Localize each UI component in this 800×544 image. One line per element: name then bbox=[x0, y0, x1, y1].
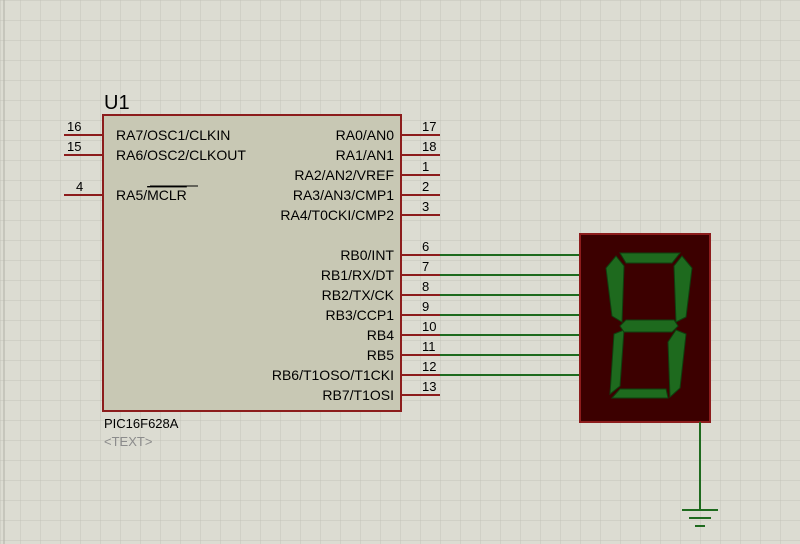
pin-2-label: RA3/AN3/CMP1 bbox=[293, 187, 394, 203]
pin-1-number: 1 bbox=[422, 159, 429, 174]
pin-8-number: 8 bbox=[422, 279, 429, 294]
segment-d bbox=[610, 388, 669, 399]
pin-18-number: 18 bbox=[422, 139, 436, 154]
pin-3-label: RA4/T0CKI/CMP2 bbox=[280, 207, 394, 223]
chip-ref-label: U1 bbox=[104, 92, 130, 114]
pin-11-label: RB5 bbox=[367, 347, 394, 363]
seven-segment-display[interactable] bbox=[579, 233, 711, 423]
chip-body[interactable] bbox=[102, 114, 402, 412]
pin-7-number: 7 bbox=[422, 259, 429, 274]
pin-1-label: RA2/AN2/VREF bbox=[294, 167, 394, 183]
pin-8-label: RB2/TX/CK bbox=[322, 287, 395, 303]
pin-16-label: RA7/OSC1/CLKIN bbox=[116, 127, 230, 143]
segment-b bbox=[673, 255, 693, 323]
segment-e bbox=[609, 329, 625, 396]
pin-2-number: 2 bbox=[422, 179, 429, 194]
pin-6-label: RB0/INT bbox=[340, 247, 394, 263]
ground-symbol[interactable] bbox=[682, 422, 718, 527]
segment-g bbox=[619, 319, 679, 333]
chip-part-label: PIC16F628A bbox=[104, 416, 179, 431]
pin-4-label: RA5/MCLR bbox=[116, 187, 187, 203]
pin-9-number: 9 bbox=[422, 299, 429, 314]
pin-3-number: 3 bbox=[422, 199, 429, 214]
pin-4-label-plain: RA5/ bbox=[116, 187, 147, 203]
pin-12-label: RB6/T1OSO/T1CKI bbox=[272, 367, 394, 383]
pin-15-label: RA6/OSC2/CLKOUT bbox=[116, 147, 246, 163]
pin-13-label: RB7/T1OSI bbox=[322, 387, 394, 403]
pin-18-label: RA1/AN1 bbox=[336, 147, 395, 163]
digit-segments bbox=[605, 252, 693, 399]
pin-13-number: 13 bbox=[422, 379, 436, 394]
pin-12-number: 12 bbox=[422, 359, 436, 374]
pin-10-number: 10 bbox=[422, 319, 436, 334]
segment-c bbox=[667, 329, 687, 399]
pin-10-label: RB4 bbox=[367, 327, 394, 343]
pin-6-number: 6 bbox=[422, 239, 429, 254]
pin-11-number: 11 bbox=[422, 339, 436, 354]
segment-f bbox=[605, 255, 625, 323]
pin-4-number: 4 bbox=[76, 179, 83, 194]
segment-a bbox=[619, 252, 682, 264]
pin-4-label-overbar: MCLR bbox=[147, 187, 187, 203]
pin-9-label: RB3/CCP1 bbox=[326, 307, 395, 323]
pin-17-number: 17 bbox=[422, 119, 436, 134]
microcontroller-u1[interactable]: U1 16 RA7/OSC1/CLKIN 15 RA6/OSC2/CLKOUT … bbox=[64, 92, 440, 449]
chip-text-placeholder: <TEXT> bbox=[104, 434, 152, 449]
pin-16-number: 16 bbox=[67, 119, 81, 134]
pin-15-number: 15 bbox=[67, 139, 81, 154]
pin-7-label: RB1/RX/DT bbox=[321, 267, 395, 283]
pin-17-label: RA0/AN0 bbox=[336, 127, 395, 143]
chip-left-pins: 16 RA7/OSC1/CLKIN 15 RA6/OSC2/CLKOUT 4 R… bbox=[64, 119, 246, 203]
bus-wires bbox=[440, 254, 580, 376]
